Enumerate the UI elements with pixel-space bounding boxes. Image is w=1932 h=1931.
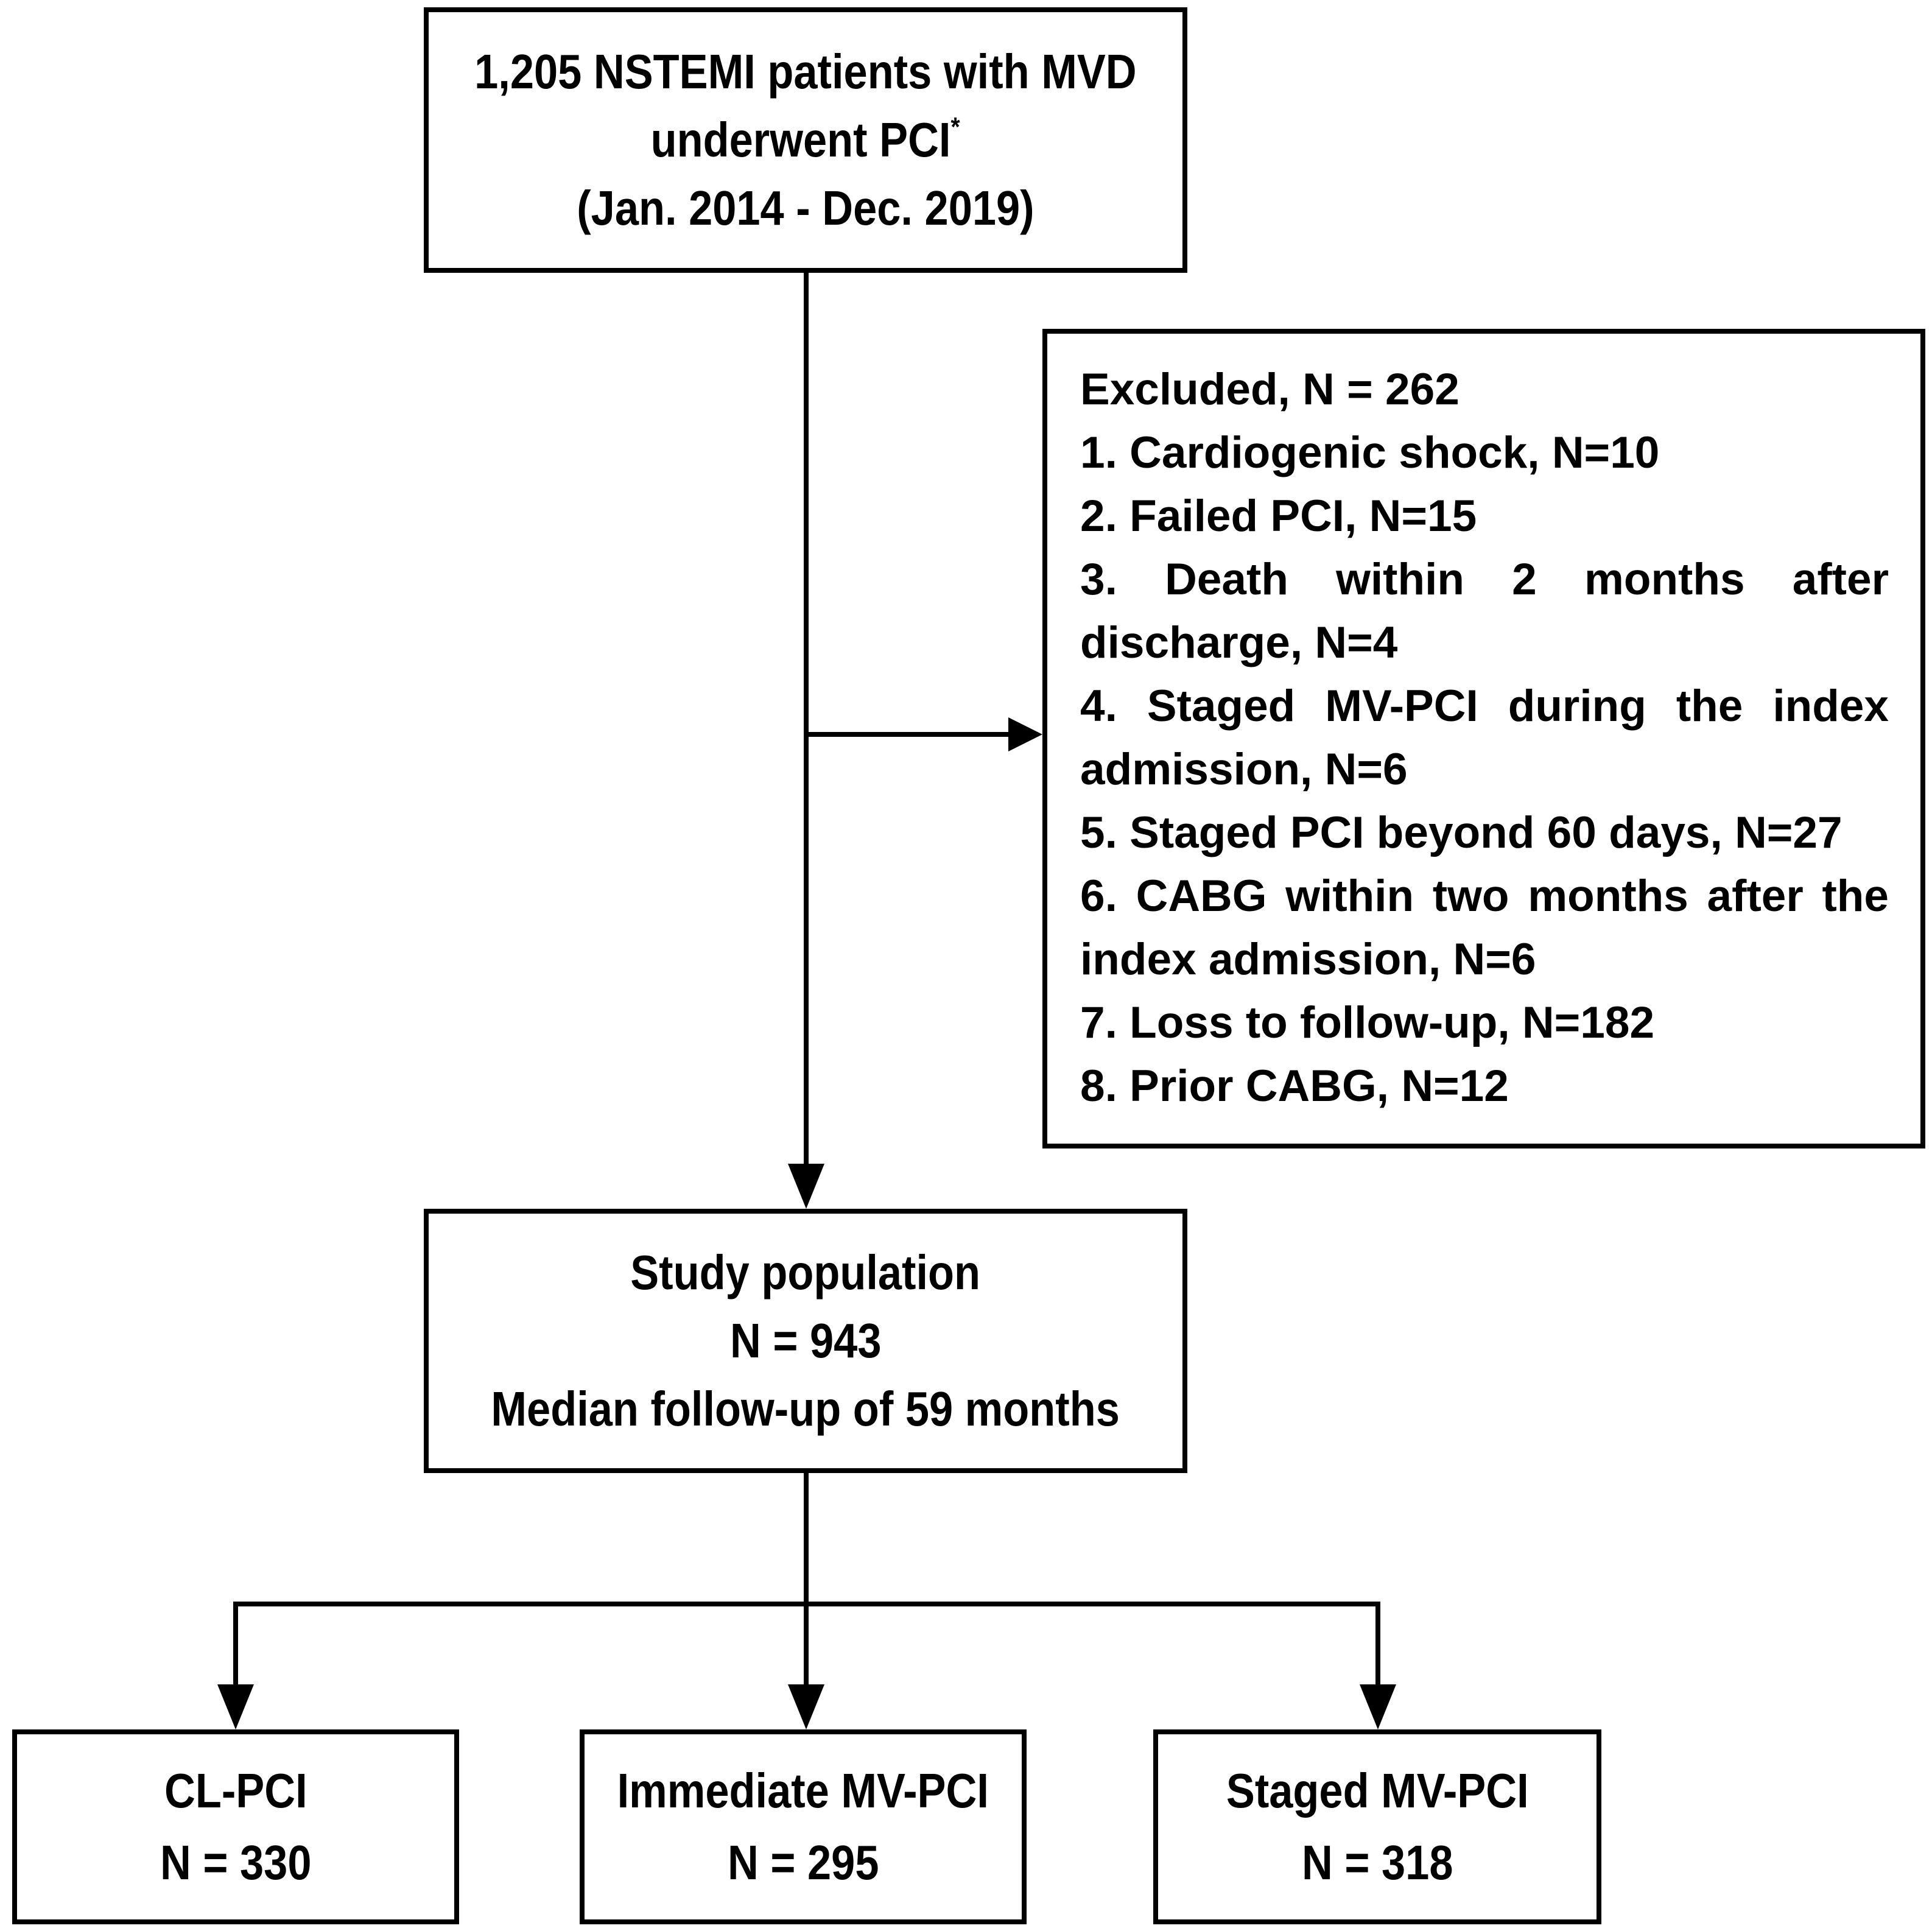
enrollment-date-range: (Jan. 2014 - Dec. 2019) xyxy=(577,181,1034,235)
arrowhead-to-immediate-mv-pci xyxy=(788,1684,824,1729)
study-population-box: Study population N = 943 Median follow-u… xyxy=(424,1209,1187,1473)
excluded-box: Excluded, N = 262 1. Cardiogenic shock, … xyxy=(1042,329,1925,1148)
arrowhead-to-cl-pci xyxy=(217,1684,254,1729)
group-box-cl-pci: CL-PCI N = 330 xyxy=(12,1729,459,1924)
group-n: N = 295 xyxy=(727,1835,879,1890)
excluded-item: 8. Prior CABG, N=12 xyxy=(1080,1061,1509,1111)
enrollment-line-1: 1,205 NSTEMI patients with MVD xyxy=(474,44,1137,99)
footnote-mark: * xyxy=(950,112,960,142)
excluded-item: 6. CABG within two months after the inde… xyxy=(1080,871,1889,984)
excluded-title: Excluded, N = 262 xyxy=(1080,365,1460,414)
excluded-item: 5. Staged PCI beyond 60 days, N=27 xyxy=(1080,808,1842,857)
group-n: N = 330 xyxy=(160,1835,312,1890)
enrollment-line-2: underwent PCI xyxy=(651,113,951,167)
study-population-n: N = 943 xyxy=(729,1314,882,1368)
excluded-item: 4. Staged MV-PCI during the index admiss… xyxy=(1080,681,1889,794)
group-n: N = 318 xyxy=(1301,1835,1453,1890)
group-name: Staged MV-PCI xyxy=(1226,1764,1529,1818)
arrowhead-to-excluded xyxy=(1008,717,1042,751)
group-box-staged-mv-pci: Staged MV-PCI N = 318 xyxy=(1153,1729,1601,1924)
excluded-item: 1. Cardiogenic shock, N=10 xyxy=(1080,428,1660,477)
excluded-item: 3. Death within 2 months after discharge… xyxy=(1080,555,1889,667)
group-name: Immediate MV-PCI xyxy=(617,1764,989,1818)
arrowhead-to-staged-mv-pci xyxy=(1360,1684,1396,1729)
arrowhead-to-study xyxy=(788,1164,824,1209)
group-box-immediate-mv-pci: Immediate MV-PCI N = 295 xyxy=(580,1729,1027,1924)
enrollment-box: 1,205 NSTEMI patients with MVD underwent… xyxy=(424,7,1187,273)
study-population-followup: Median follow-up of 59 months xyxy=(491,1382,1120,1436)
excluded-item: 2. Failed PCI, N=15 xyxy=(1080,491,1477,541)
enrollment-line-2-wrapper: underwent PCI* xyxy=(651,106,960,174)
group-name: CL-PCI xyxy=(164,1764,307,1818)
study-population-title: Study population xyxy=(630,1245,981,1300)
excluded-item: 7. Loss to follow-up, N=182 xyxy=(1080,998,1655,1047)
